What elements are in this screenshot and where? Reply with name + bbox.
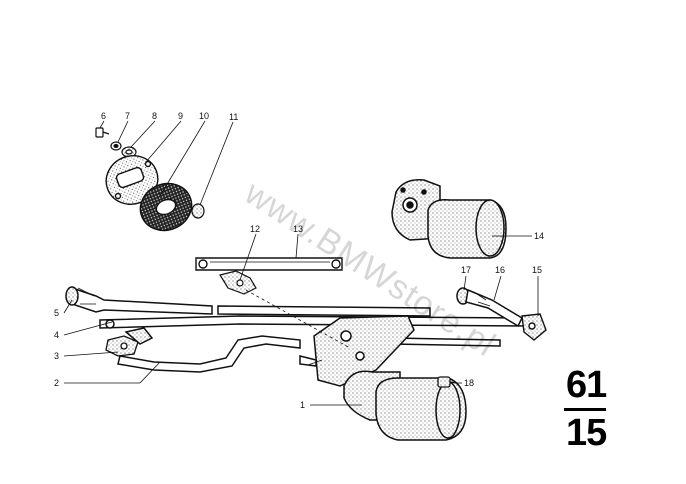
part-link-5 — [65, 286, 213, 315]
part-motor-14 — [391, 179, 507, 259]
callout-12: 12 — [250, 224, 260, 234]
part-link-16 — [456, 287, 523, 328]
part-washer-7 — [110, 141, 122, 151]
callout-11: 11 — [229, 112, 238, 122]
part-wiper-motor-1 — [299, 315, 467, 441]
callout-15: 15 — [532, 265, 542, 275]
part-plate-9 — [105, 155, 159, 205]
callout-10: 10 — [199, 111, 209, 121]
section-group-number: 61 — [566, 364, 607, 406]
callout-18: 18 — [464, 378, 474, 388]
callout-labels: 1 2 3 4 5 6 7 8 9 10 11 12 13 14 15 16 1… — [54, 111, 544, 410]
part-bolt-6 — [95, 127, 110, 138]
part-bracket-13 — [195, 257, 343, 271]
callout-6: 6 — [101, 111, 106, 121]
callout-9: 9 — [178, 111, 183, 121]
leader-lines — [63, 120, 539, 406]
callout-2: 2 — [54, 378, 59, 388]
callout-4: 4 — [54, 330, 59, 340]
callout-17: 17 — [461, 265, 471, 275]
callout-1: 1 — [300, 400, 305, 410]
callout-8: 8 — [152, 111, 157, 121]
part-screw-18 — [437, 376, 457, 388]
callout-5: 5 — [54, 308, 59, 318]
part-linkage-2 — [117, 327, 301, 373]
callout-7: 7 — [125, 111, 130, 121]
part-clamp-12 — [219, 270, 257, 295]
part-crank-15 — [521, 313, 547, 341]
callout-14: 14 — [534, 231, 544, 241]
callout-16: 16 — [495, 265, 505, 275]
section-sub-number: 15 — [566, 412, 607, 454]
part-rod-4 — [99, 305, 531, 347]
section-divider — [564, 408, 606, 411]
part-grommet-11 — [191, 203, 205, 219]
part-gasket-10 — [139, 182, 193, 232]
part-joint-3 — [105, 335, 139, 357]
callout-13: 13 — [293, 224, 303, 234]
callout-3: 3 — [54, 351, 59, 361]
